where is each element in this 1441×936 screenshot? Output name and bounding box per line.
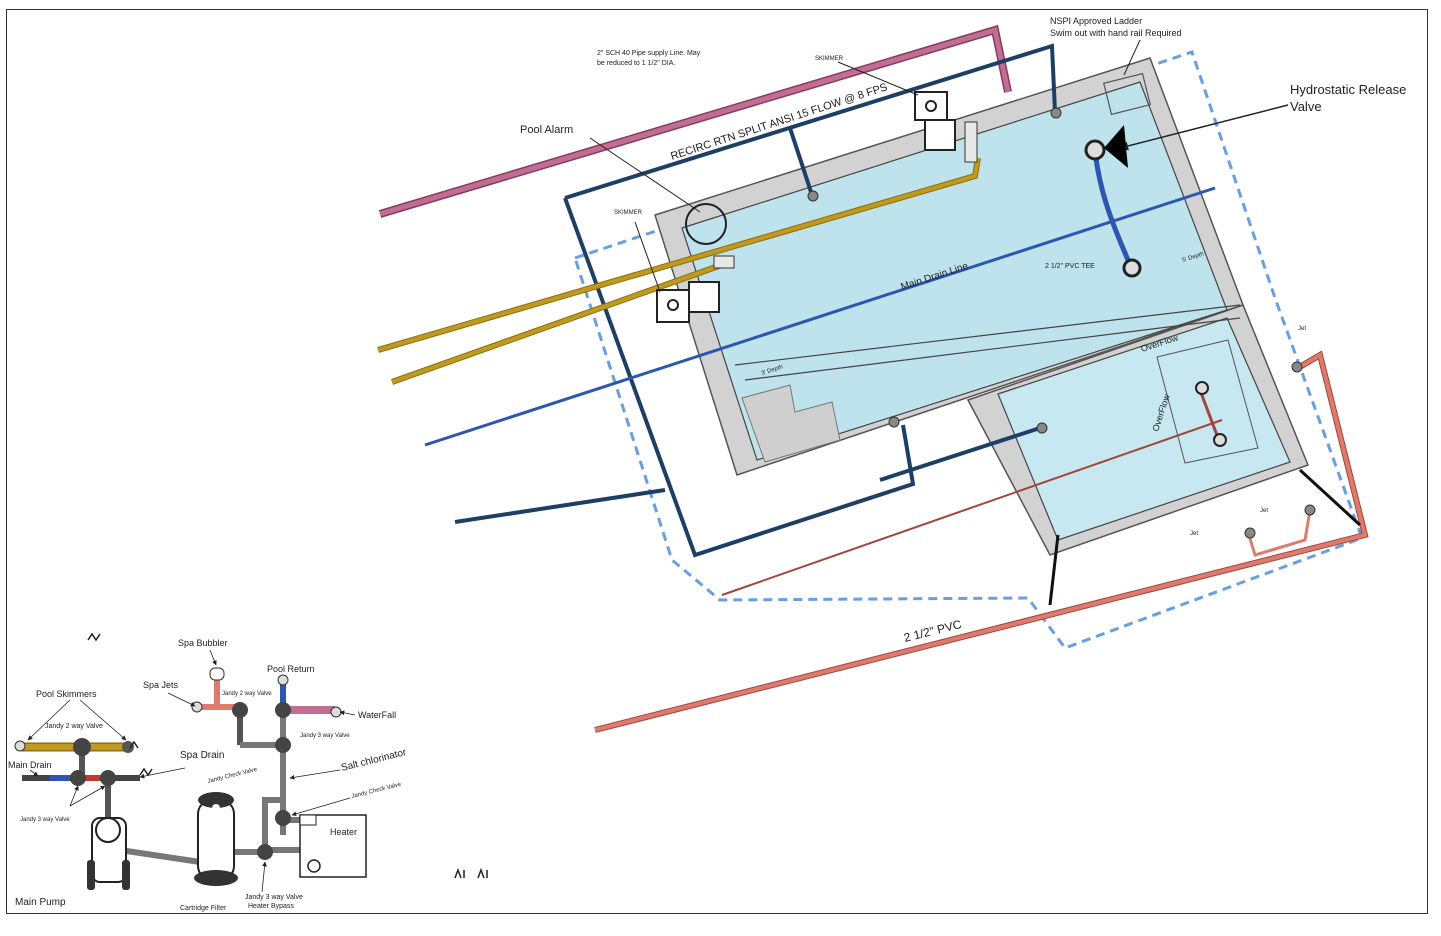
waterfall-label: WaterFall [358,710,396,720]
jandy-3way-label-a: Jandy 3 way Valve [300,733,350,739]
jandy-2way-label-a: Jandy 2 way Valve [222,691,272,697]
drain-tee-icon [1122,258,1142,278]
pool-ladder [1102,72,1152,116]
jandy-check-label-a: Jandy Check Valve [207,767,258,785]
spa-drain-label: Spa Drain [180,750,224,761]
salt-chlorinator-label: Salt chlorinator [340,747,408,774]
small-glyph-icons [87,632,488,879]
skimmer-top-icon [914,91,978,163]
jandy-2way-label-b: Jandy 2 way Valve [45,723,103,730]
pool-plan [377,24,1369,733]
spa-bubbler-label: Spa Bubbler [178,638,228,648]
pool-steps [741,384,841,463]
jandy-check-label-b: Jandy Check Valve [351,782,402,800]
skimmer-left-label: SKIMMER [614,210,643,216]
main-pump-icon [87,817,130,890]
supply-label-2: be reduced to 1 1/2" DIA. [597,60,675,67]
hydrostatic-label-1: Hydrostatic Release [1290,82,1406,97]
hydrostatic-valve-icon [1084,139,1106,161]
ladder-label-2: Swim out with hand rail Required [1050,28,1182,38]
heater-label: Heater [330,827,357,837]
jandy-2way-valve-icon [73,738,91,756]
spa-water [997,317,1291,541]
pool-return-label: Pool Return [267,664,315,674]
jet-label-2: Jet [1260,508,1268,514]
hydrostatic-arrow-icon [1104,125,1128,168]
drawing-border [6,9,1428,914]
main-pump-label: Main Pump [15,897,66,908]
jet-label-3: Jet [1190,531,1198,537]
heater-icon [299,814,367,878]
pool-skimmers-label: Pool Skimmers [36,689,97,699]
spa-bubbler-icon [209,667,225,681]
spa-jets-label: Spa Jets [143,680,179,690]
excavation-dashed-outline [573,50,1364,650]
hydrostatic-label-2: Valve [1290,99,1322,114]
equipment-schematic [14,649,367,893]
pvc-tee-label: 2 1/2" PVC TEE [1045,263,1095,270]
skimmer-left-icon [656,255,735,323]
cartridge-filter-icon [194,792,238,886]
cartridge-filter-label: Cartridge Filter [180,905,227,912]
jandy-3way-label-b: Jandy 3 way Valve [20,817,70,823]
navy-recirc-pipe [564,43,1057,200]
pool-alarm-label: Pool Alarm [520,124,573,136]
main-drain-label: Main Drain [8,760,52,770]
ladder-label-1: NSPI Approved Ladder [1050,16,1142,26]
skimmer-top-label: SKIMMER [815,56,844,62]
pool-alarm-icon [685,203,727,245]
main-drain-pipe [424,186,1216,447]
pool-water [681,81,1228,461]
jandy-3way-valve-icon [70,770,86,786]
jet-label-1: Jet [1298,326,1306,332]
heater-bypass-label: Heater Bypass [248,903,294,910]
supply-label-1: 2" SCH 40 Pipe supply Line. May [597,50,701,57]
jandy-3way-label-c: Jandy 3 way Valve [245,894,303,901]
